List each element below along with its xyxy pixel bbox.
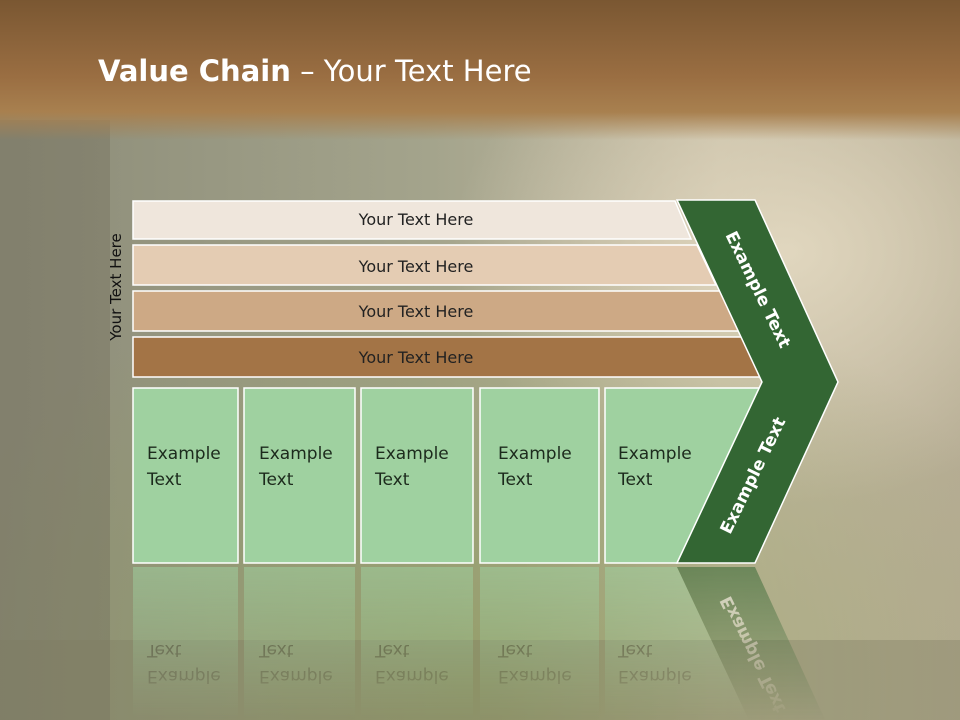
reflection-text-3: Example	[375, 666, 449, 686]
primary-cell-3	[360, 387, 474, 564]
reflection-text-5b: Text	[617, 640, 653, 660]
support-row-3-label: Your Text Here	[358, 302, 474, 321]
support-row-2-label: Your Text Here	[358, 257, 474, 276]
title-banner	[0, 0, 960, 140]
title-bold: Value Chain	[98, 54, 291, 88]
primary-cell-1	[132, 387, 239, 564]
primary-cell-3-line2: Text	[374, 470, 410, 490]
support-row-4-label: Your Text Here	[358, 348, 474, 367]
primary-cell-4-line1: Example	[498, 444, 572, 464]
support-row-1-label: Your Text Here	[358, 210, 474, 229]
reflection-text-3b: Text	[374, 640, 410, 660]
reflection-text-2: Example	[259, 666, 333, 686]
support-row-1	[132, 200, 693, 240]
reflection-text-1b: Text	[146, 640, 182, 660]
slide-title: Value Chain – Your Text Here	[98, 54, 532, 88]
diagram-reflection: Example Text Example Text Example Text E…	[133, 567, 826, 720]
margin-chevron: Example Text Example Text	[675, 199, 839, 564]
primary-cell-2	[243, 387, 356, 564]
title-rest: – Your Text Here	[290, 54, 532, 88]
primary-cell-4-line2: Text	[497, 470, 533, 490]
primary-cell-2-line2: Text	[258, 470, 294, 490]
reflection-text-5: Example	[618, 666, 692, 686]
reflection-text-4: Example	[498, 666, 572, 686]
primary-cell-1-line1: Example	[147, 444, 221, 464]
reflection-text-1: Example	[147, 666, 221, 686]
primary-cell-4	[479, 387, 600, 564]
primary-cell-5-line2: Text	[617, 470, 653, 490]
reflection-text-2b: Text	[258, 640, 294, 660]
primary-cell-3-line1: Example	[375, 444, 449, 464]
reflection-text-4b: Text	[497, 640, 533, 660]
primary-cell-2-line1: Example	[259, 444, 333, 464]
primary-cell-1-line2: Text	[146, 470, 182, 490]
support-activities: Your Text Here Your Text Here Your Text …	[132, 200, 765, 378]
chevron-shape	[675, 199, 839, 564]
primary-cell-5-line1: Example	[618, 444, 692, 464]
